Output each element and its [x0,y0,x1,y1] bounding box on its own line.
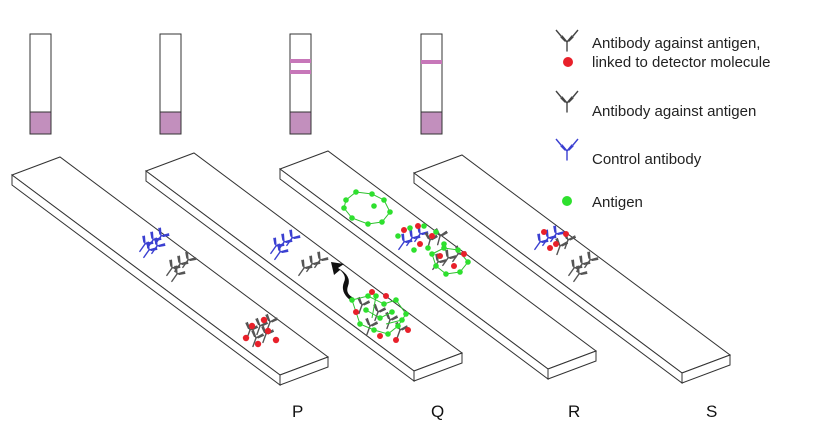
sample-pad [289,111,312,135]
strip-label-p: P [292,402,304,421]
test-band [421,60,442,64]
test-line-bound-cluster [427,244,471,277]
strip-label-r: R [568,402,581,421]
legend-antigen: Antigen [592,194,643,211]
sample-pad [29,111,52,135]
detector-antibody-icon [555,29,579,67]
legend-control-antibody: Control antibody [592,151,702,168]
control-band [290,59,311,63]
test-tube-1 [29,33,52,135]
antigen-icon [562,196,572,206]
legend-detector-antibody-line2: linked to detector molecule [592,54,771,71]
legend-capture-antibody: Antibody against antigen [592,103,757,120]
flow-arrow [331,262,354,300]
sample-pad [159,111,182,135]
control-line-bound-cluster [393,223,449,254]
control-line-cluster [529,224,577,258]
test-band [290,70,311,74]
antigen-detector-complex [349,289,411,343]
test-tube-3 [289,33,312,135]
control-antibody-icon [555,138,579,161]
strip-label-q: Q [431,402,445,421]
free-antigen-ring [341,189,393,227]
strip-label-s: S [706,402,718,421]
test-tube-4 [420,33,443,135]
detector-antibody-cluster [240,313,280,350]
capture-antibody-icon [555,90,579,113]
legend-detector-antibody-line1: Antibody against antigen, [592,35,761,52]
sample-pad [420,111,443,135]
strip-1 [10,156,330,386]
test-tube-2 [159,33,182,135]
